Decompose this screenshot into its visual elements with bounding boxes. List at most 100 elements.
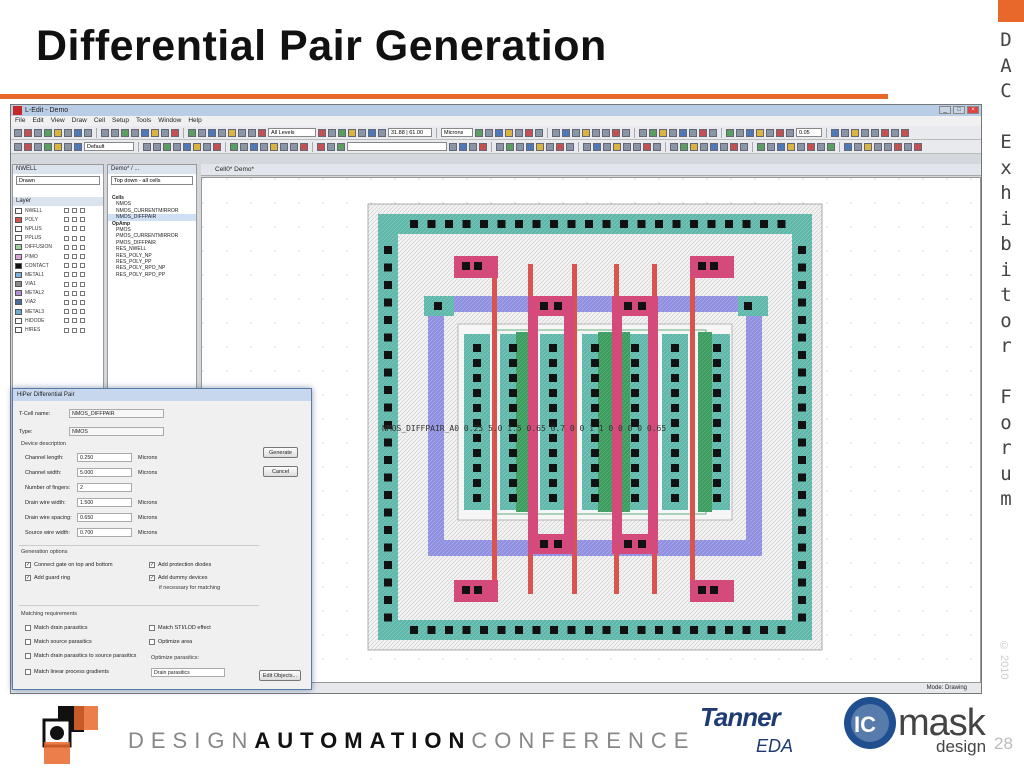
layer-toggle-checkbox[interactable]: [80, 290, 85, 296]
toolbar-tool-icon[interactable]: [496, 142, 504, 151]
layer-toggle-checkbox[interactable]: [64, 244, 69, 250]
layer-row[interactable]: VIA2: [13, 298, 103, 307]
toolbar-tool-icon[interactable]: [208, 128, 216, 137]
cell-item[interactable]: PMOS_DIFFPAIR: [116, 239, 156, 246]
toolbar-tool-icon[interactable]: [84, 128, 92, 137]
toolbar-tool-icon[interactable]: [633, 142, 641, 151]
toolbar-tool-icon[interactable]: [767, 142, 775, 151]
layer-toggle-checkbox[interactable]: [80, 254, 85, 260]
toolbar-tool-icon[interactable]: [495, 128, 503, 137]
toolbar-tool-icon[interactable]: [851, 128, 859, 137]
field-input[interactable]: 5.000: [77, 468, 132, 477]
close-button[interactable]: ×: [967, 106, 979, 114]
cell-item[interactable]: NMOS_DIFFPAIR: [108, 214, 196, 221]
toolbar-tool-icon[interactable]: [649, 128, 657, 137]
toolbar-tool-icon[interactable]: [337, 142, 345, 151]
layer-row[interactable]: METAL3: [13, 307, 103, 316]
checkbox[interactable]: [25, 625, 31, 631]
layer-toggle-checkbox[interactable]: [64, 217, 69, 223]
layer-row[interactable]: HIRES: [13, 325, 103, 334]
toolbar-tool-icon[interactable]: [258, 128, 266, 137]
layer-row[interactable]: METAL2: [13, 289, 103, 298]
cell-group[interactable]: Cells: [112, 195, 124, 201]
toolbar-tool-icon[interactable]: [230, 142, 238, 151]
toolbar-tool-icon[interactable]: [198, 128, 206, 137]
toolbar-tool-icon[interactable]: [746, 128, 754, 137]
cancel-button[interactable]: Cancel: [263, 466, 298, 477]
field-input[interactable]: 0.250: [77, 453, 132, 462]
layer-toggle-checkbox[interactable]: [80, 263, 85, 269]
layer-toggle-checkbox[interactable]: [80, 299, 85, 305]
toolbar-tool-icon[interactable]: [669, 128, 677, 137]
toolbar-tool-icon[interactable]: [449, 142, 457, 151]
toolbar-tool-icon[interactable]: [44, 128, 52, 137]
toolbar-tool-icon[interactable]: [891, 128, 899, 137]
cell-item[interactable]: NMOS: [116, 201, 131, 208]
toolbar-tool-icon[interactable]: [831, 128, 839, 137]
layer-toggle-checkbox[interactable]: [64, 272, 69, 278]
toolbar-tool-icon[interactable]: [506, 142, 514, 151]
toolbar-tool-icon[interactable]: [290, 142, 298, 151]
toolbar-tool-icon[interactable]: [280, 142, 288, 151]
toolbar-tool-icon[interactable]: [515, 128, 523, 137]
levels-select[interactable]: All Levels: [268, 128, 316, 137]
toolbar-tool-icon[interactable]: [74, 142, 82, 151]
toolbar-tool-icon[interactable]: [213, 142, 221, 151]
generate-button[interactable]: Generate: [263, 447, 298, 458]
toolbar-tool-icon[interactable]: [485, 128, 493, 137]
checkbox[interactable]: ✓: [149, 575, 155, 581]
layer-toggle-checkbox[interactable]: [72, 235, 77, 241]
opt-guard-ring[interactable]: ✓ Add guard ring: [25, 575, 70, 581]
opt-protection-diodes[interactable]: ✓ Add protection diodes: [149, 562, 211, 568]
toolbar-tool-icon[interactable]: [556, 142, 564, 151]
field-input[interactable]: 2: [77, 483, 132, 492]
toolbar-tool-icon[interactable]: [894, 142, 902, 151]
toolbar-tool-icon[interactable]: [572, 128, 580, 137]
checkbox[interactable]: ✓: [149, 562, 155, 568]
toolbar-tool-icon[interactable]: [469, 142, 477, 151]
menu-edit[interactable]: Edit: [32, 117, 44, 124]
toolbar-tool-icon[interactable]: [552, 128, 560, 137]
toolbar-tool-icon[interactable]: [807, 142, 815, 151]
menu-window[interactable]: Window: [158, 117, 182, 124]
layer-toggle-checkbox[interactable]: [64, 309, 69, 315]
layer-toggle-checkbox[interactable]: [80, 217, 85, 223]
toolbar-tool-icon[interactable]: [54, 128, 62, 137]
layer-toggle-checkbox[interactable]: [64, 318, 69, 324]
layer-toggle-checkbox[interactable]: [80, 281, 85, 287]
empty-field[interactable]: [347, 142, 447, 151]
toolbar-tool-icon[interactable]: [679, 128, 687, 137]
layer-toggle-checkbox[interactable]: [80, 244, 85, 250]
toolbar-tool-icon[interactable]: [536, 142, 544, 151]
toolbar-tool-icon[interactable]: [131, 128, 139, 137]
layer-row[interactable]: PPLUS: [13, 234, 103, 243]
toolbar-tool-icon[interactable]: [328, 128, 336, 137]
toolbar-tool-icon[interactable]: [562, 128, 570, 137]
toolbar-tool-icon[interactable]: [612, 128, 620, 137]
toolbar-tool-icon[interactable]: [248, 128, 256, 137]
layer-toggle-checkbox[interactable]: [72, 318, 77, 324]
toolbar-tool-icon[interactable]: [881, 128, 889, 137]
menu-view[interactable]: View: [50, 117, 65, 124]
layer-toggle-checkbox[interactable]: [64, 263, 69, 269]
toolbar-tool-icon[interactable]: [861, 128, 869, 137]
field-input[interactable]: 0.650: [77, 513, 132, 522]
toolbar-tool-icon[interactable]: [740, 142, 748, 151]
layer-toggle-checkbox[interactable]: [80, 226, 85, 232]
toolbar-tool-icon[interactable]: [689, 128, 697, 137]
toolbar-tool-icon[interactable]: [841, 128, 849, 137]
toolbar-tool-icon[interactable]: [526, 142, 534, 151]
toolbar-tool-icon[interactable]: [730, 142, 738, 151]
units-select[interactable]: Microns: [441, 128, 473, 137]
toolbar-tool-icon[interactable]: [757, 142, 765, 151]
canvas-tab[interactable]: Cell0* Demo*: [201, 164, 981, 176]
toolbar-tool-icon[interactable]: [776, 128, 784, 137]
toolbar-tool-icon[interactable]: [670, 142, 678, 151]
opt-connect-gate[interactable]: ✓ Connect gate on top and bottom: [25, 562, 113, 568]
toolbar-tool-icon[interactable]: [270, 142, 278, 151]
toolbar-tool-icon[interactable]: [659, 128, 667, 137]
match-drain-source[interactable]: Match drain parasitics to source parasit…: [25, 653, 136, 659]
layer-toggle-checkbox[interactable]: [80, 318, 85, 324]
toolbar-tool-icon[interactable]: [475, 128, 483, 137]
toolbar-tool-icon[interactable]: [348, 128, 356, 137]
